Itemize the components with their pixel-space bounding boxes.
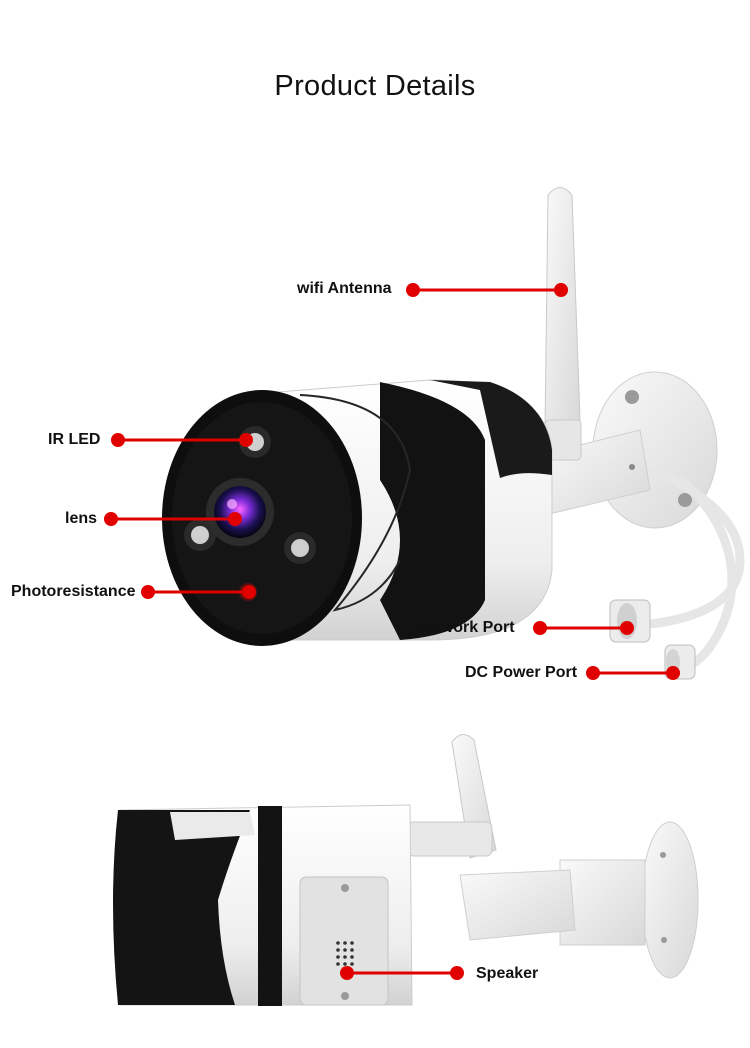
label-ir-led: IR LED xyxy=(48,431,101,448)
callout-lens-line xyxy=(104,512,242,526)
callout-ir-led-line xyxy=(111,433,253,447)
callout-dc-power-port-line xyxy=(586,666,680,680)
label-photoresistance: Photoresistance xyxy=(11,583,136,600)
label-speaker: Speaker xyxy=(476,965,539,982)
callout-network-port-line xyxy=(533,621,634,635)
callout-speaker-line xyxy=(340,966,464,980)
side-camera-illustration xyxy=(113,734,699,1006)
callout-wifi-antenna-line xyxy=(406,283,568,297)
label-network-port: Network Port xyxy=(415,619,515,636)
label-dc-power-port: DC Power Port xyxy=(465,664,578,681)
label-lens: lens xyxy=(65,510,98,527)
label-wifi-antenna: wifi Antenna xyxy=(297,280,392,297)
page-title: Product Details xyxy=(274,70,476,102)
callout-photoresistance-line xyxy=(141,585,256,599)
front-camera-illustration xyxy=(162,187,745,680)
